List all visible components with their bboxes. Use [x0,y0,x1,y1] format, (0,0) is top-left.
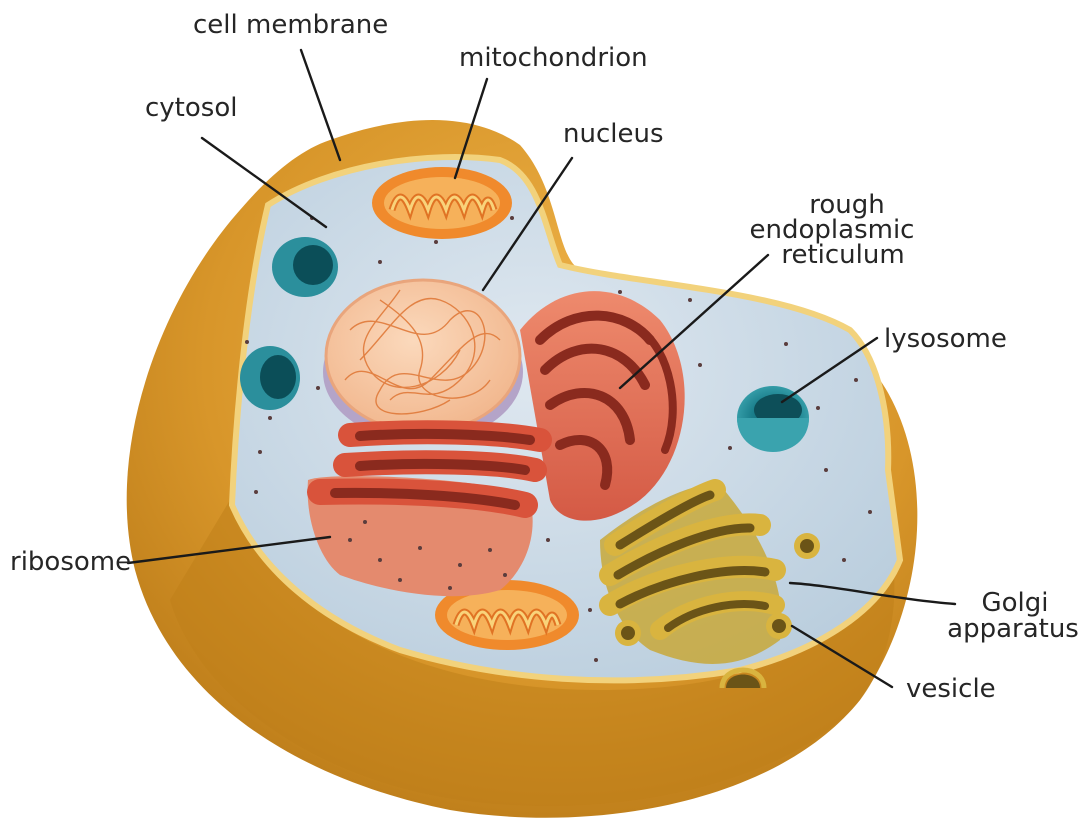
label-ribosome: ribosome [10,547,131,577]
nucleus-shape [323,280,523,442]
label-mitochondrion: mitochondrion [459,43,648,73]
label-golgi-line2: apparatus [947,614,1079,644]
label-cytosol: cytosol [145,93,237,123]
rough-er-lower [308,432,540,596]
label-lysosome: lysosome [884,324,1007,354]
mitochondrion-top [372,167,512,239]
leader-cell-membrane [301,50,340,160]
label-cell-membrane: cell membrane [193,10,388,40]
label-nucleus: nucleus [563,119,664,149]
label-rough-er-line3: reticulum [781,240,904,270]
lysosome-shape [737,386,809,452]
label-vesicle: vesicle [906,674,996,704]
left-lysosome-1 [272,237,338,297]
left-lysosome-2 [240,346,300,410]
